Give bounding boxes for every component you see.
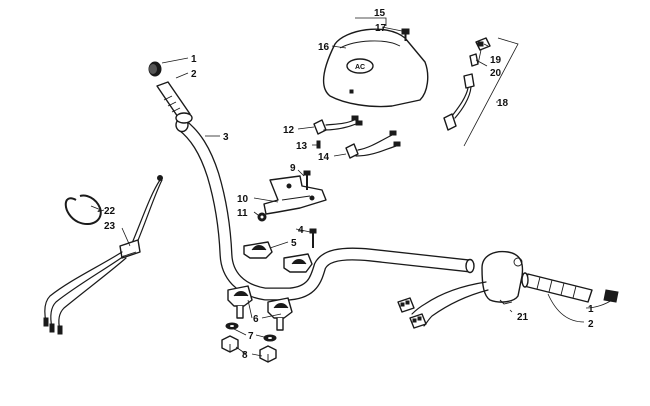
callout-22: 22 <box>104 206 116 217</box>
throttle-cable <box>43 175 163 335</box>
left-end-cap <box>148 61 162 77</box>
callout-labels: 1 2 3 4 5 6 7 8 9 10 11 12 13 14 15 16 1… <box>104 8 594 361</box>
throttle-harness <box>397 281 489 329</box>
callout-1-left: 1 <box>191 54 197 65</box>
bracket-washer <box>257 212 267 222</box>
callout-20: 20 <box>490 68 502 79</box>
bracket-bolt <box>303 170 311 190</box>
washer-right <box>263 334 277 342</box>
callout-8: 8 <box>242 350 248 361</box>
kill-switch-assembly <box>443 37 519 147</box>
callout-9: 9 <box>290 163 296 174</box>
callout-6: 6 <box>253 314 259 325</box>
callout-19: 19 <box>490 55 502 66</box>
callout-14: 14 <box>318 152 330 163</box>
spring-clip <box>64 194 102 226</box>
callout-16: 16 <box>318 42 330 53</box>
callout-2-left: 2 <box>191 69 197 80</box>
callout-23: 23 <box>104 221 116 232</box>
callout-12: 12 <box>283 125 295 136</box>
callout-2-right: 2 <box>588 319 594 330</box>
callout-5: 5 <box>291 238 297 249</box>
throttle-housing <box>481 250 524 305</box>
pad-screw <box>401 28 410 41</box>
pod-logo-text: AC <box>355 64 365 71</box>
callout-10: 10 <box>237 194 249 205</box>
riser-left <box>227 285 253 319</box>
switch-harness-upper <box>313 115 363 135</box>
washer-left <box>225 322 239 330</box>
left-grip <box>156 81 193 124</box>
callout-15: 15 <box>374 8 386 19</box>
leader-lines <box>90 17 613 357</box>
switch-harness-lower <box>345 130 401 159</box>
callout-18: 18 <box>497 98 509 109</box>
mounting-bracket <box>263 175 327 215</box>
callout-1-right: 1 <box>588 304 594 315</box>
upper-clamp-right <box>283 253 313 273</box>
switch-pin <box>316 140 321 149</box>
right-end-cap <box>603 289 619 303</box>
callout-13: 13 <box>296 141 308 152</box>
handlebar-pad: AC <box>323 28 429 108</box>
right-grip <box>521 272 593 303</box>
callout-3: 3 <box>223 132 229 143</box>
callout-17: 17 <box>375 23 387 34</box>
riser-right <box>267 297 293 331</box>
callout-4: 4 <box>298 225 304 236</box>
upper-clamp-left <box>243 241 273 259</box>
handlebar <box>175 117 475 301</box>
callout-21: 21 <box>517 312 529 323</box>
clamp-bolt <box>309 228 317 248</box>
callout-7: 7 <box>248 331 254 342</box>
nut-right <box>259 345 277 363</box>
callout-11: 11 <box>237 208 248 219</box>
nut-left <box>221 335 239 353</box>
